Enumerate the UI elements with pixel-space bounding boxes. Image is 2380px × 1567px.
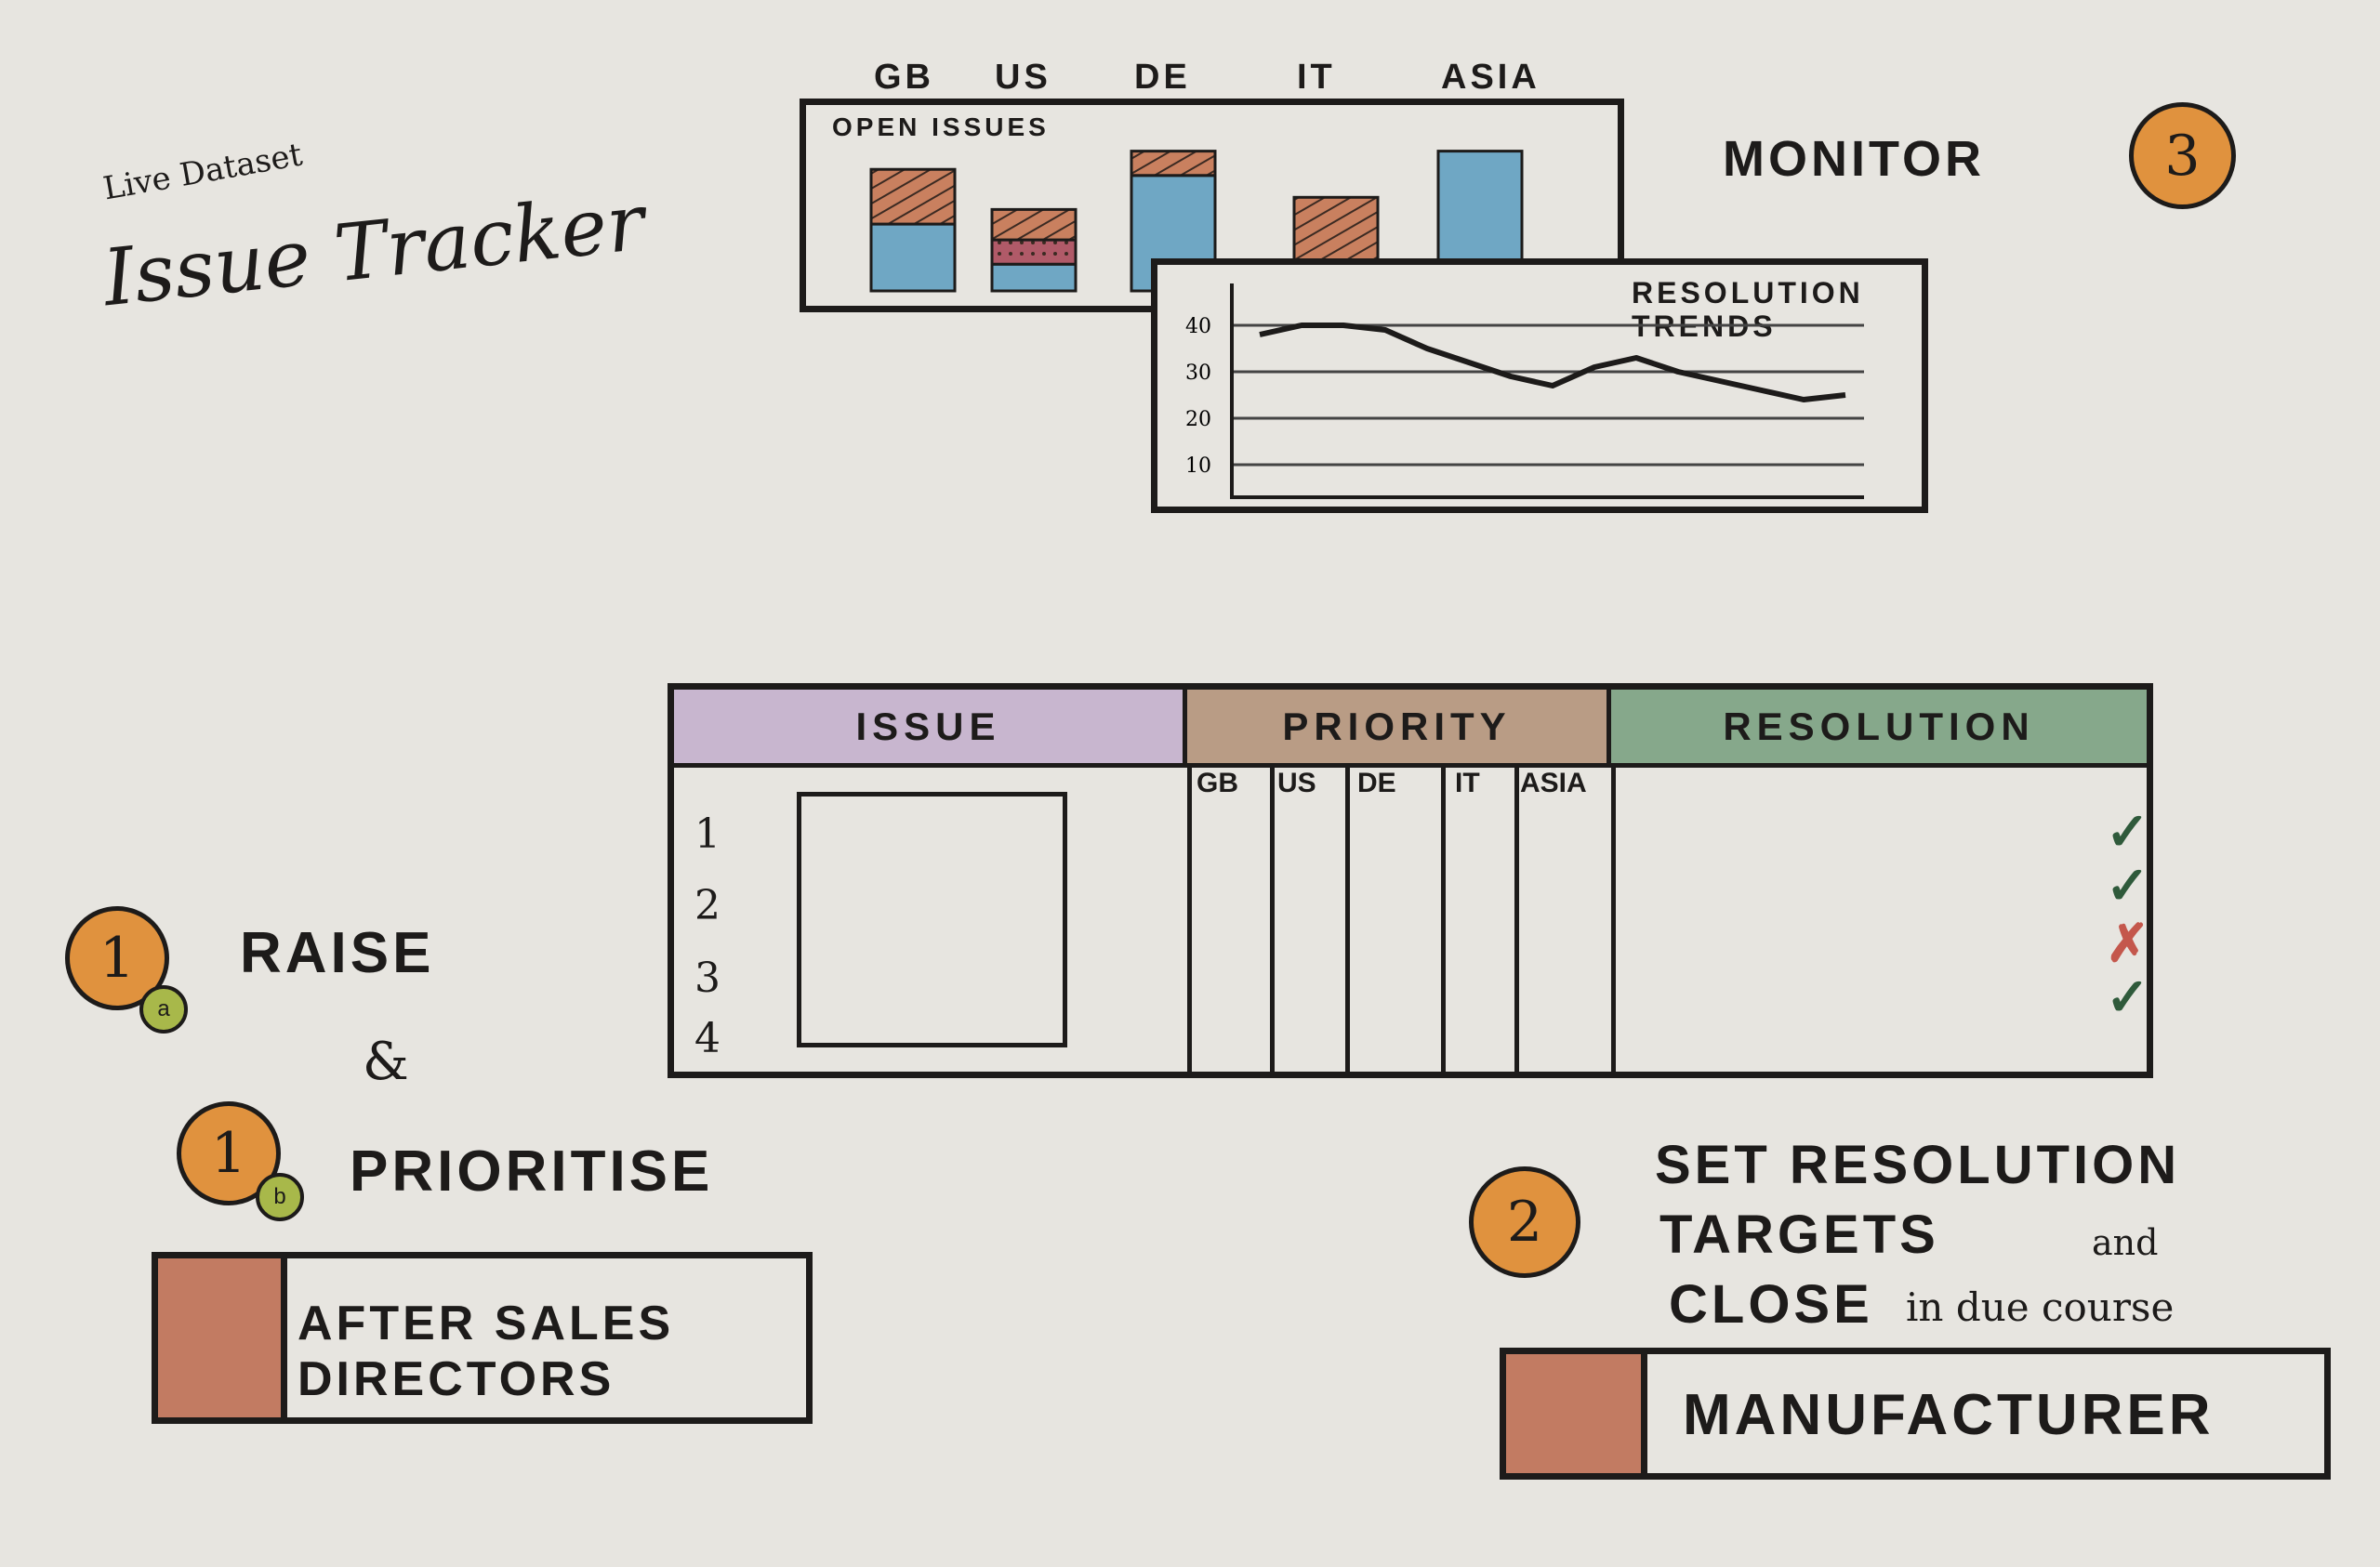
divider (1187, 768, 1192, 1072)
resolve-and: and (2092, 1222, 2159, 1263)
bar-us-open (990, 207, 1078, 242)
bar-label-it: IT (1297, 58, 1336, 97)
y-tick-label: 30 (1185, 362, 1211, 385)
priority-col-de[interactable]: DE (1357, 768, 1396, 798)
divider (1270, 768, 1275, 1072)
manufacturer-label: MANUFACTURER (1683, 1383, 2215, 1447)
row-number: 1 (694, 810, 721, 858)
header-issue[interactable]: ISSUE (674, 690, 1187, 768)
divider (1611, 768, 1616, 1072)
prioritise-label: PRIORITISE (350, 1139, 714, 1204)
y-tick-label: 10 (1185, 454, 1211, 478)
row-number: 2 (694, 882, 721, 929)
priority-col-asia[interactable]: ASIA (1520, 768, 1587, 798)
bar-gb-resolved (869, 222, 957, 293)
priority-col-gb[interactable]: GB (1197, 768, 1238, 798)
trend-svg: 40 30 20 10 (1185, 283, 1864, 499)
divider (1345, 768, 1350, 1072)
bar-us-pending (990, 238, 1078, 266)
resolve-line1: SET RESOLUTION (1655, 1135, 2181, 1195)
user-icon (158, 1258, 287, 1417)
resolve-line2: TARGETS (1659, 1205, 1939, 1265)
user-icon (1506, 1354, 1647, 1473)
step-1-badge: 1 (65, 906, 169, 1010)
status-cross: ✗ (2106, 914, 2149, 972)
header-resolution[interactable]: RESOLUTION (1611, 690, 2147, 768)
issue-table: ISSUE PRIORITY RESOLUTION GB US DE IT AS… (668, 683, 2153, 1078)
status-check: ✓ (2106, 856, 2149, 915)
row-number: 4 (694, 1015, 721, 1062)
divider (1441, 768, 1446, 1072)
role-after-sales-directors[interactable]: AFTER SALES DIRECTORS (152, 1252, 813, 1424)
row-number: 3 (694, 955, 721, 1002)
bar-label-us: US (995, 58, 1051, 97)
header-priority[interactable]: PRIORITY (1187, 690, 1611, 768)
bar-us-resolved (990, 262, 1078, 293)
step-1a-badge: a (139, 985, 188, 1034)
bar-gb-open (869, 167, 957, 226)
bar-de-open (1130, 150, 1217, 178)
resolve-line3: CLOSE (1669, 1274, 1873, 1335)
step-1b-badge: b (256, 1173, 304, 1221)
y-tick-label: 20 (1185, 408, 1211, 431)
status-check: ✓ (2106, 968, 2149, 1026)
priority-col-it[interactable]: IT (1455, 768, 1480, 798)
monitor-label: MONITOR (1723, 131, 1985, 187)
divider (1514, 768, 1519, 1072)
ampersand: & (363, 1032, 409, 1092)
y-tick-label: 40 (1185, 315, 1211, 338)
status-check: ✓ (2106, 802, 2149, 861)
bar-label-gb: GB (874, 58, 934, 97)
bar-label-de: DE (1134, 58, 1191, 97)
bar-label-asia: ASIA (1441, 58, 1540, 97)
role-label-line2: DIRECTORS (298, 1352, 615, 1406)
open-issues-title: OPEN ISSUES (832, 112, 1050, 141)
resolve-line3b: in due course (1906, 1284, 2175, 1330)
raise-label: RAISE (240, 921, 435, 985)
axis (1230, 283, 1864, 499)
step-2-badge: 2 (1469, 1166, 1580, 1278)
issue-alert-box: ! (797, 792, 1067, 1047)
step-3-badge: 3 (2129, 102, 2236, 209)
role-manufacturer[interactable]: MANUFACTURER (1500, 1348, 2331, 1480)
role-label-line1: AFTER SALES (298, 1297, 675, 1350)
priority-col-us[interactable]: US (1277, 768, 1316, 798)
trend-line (1259, 323, 1846, 402)
